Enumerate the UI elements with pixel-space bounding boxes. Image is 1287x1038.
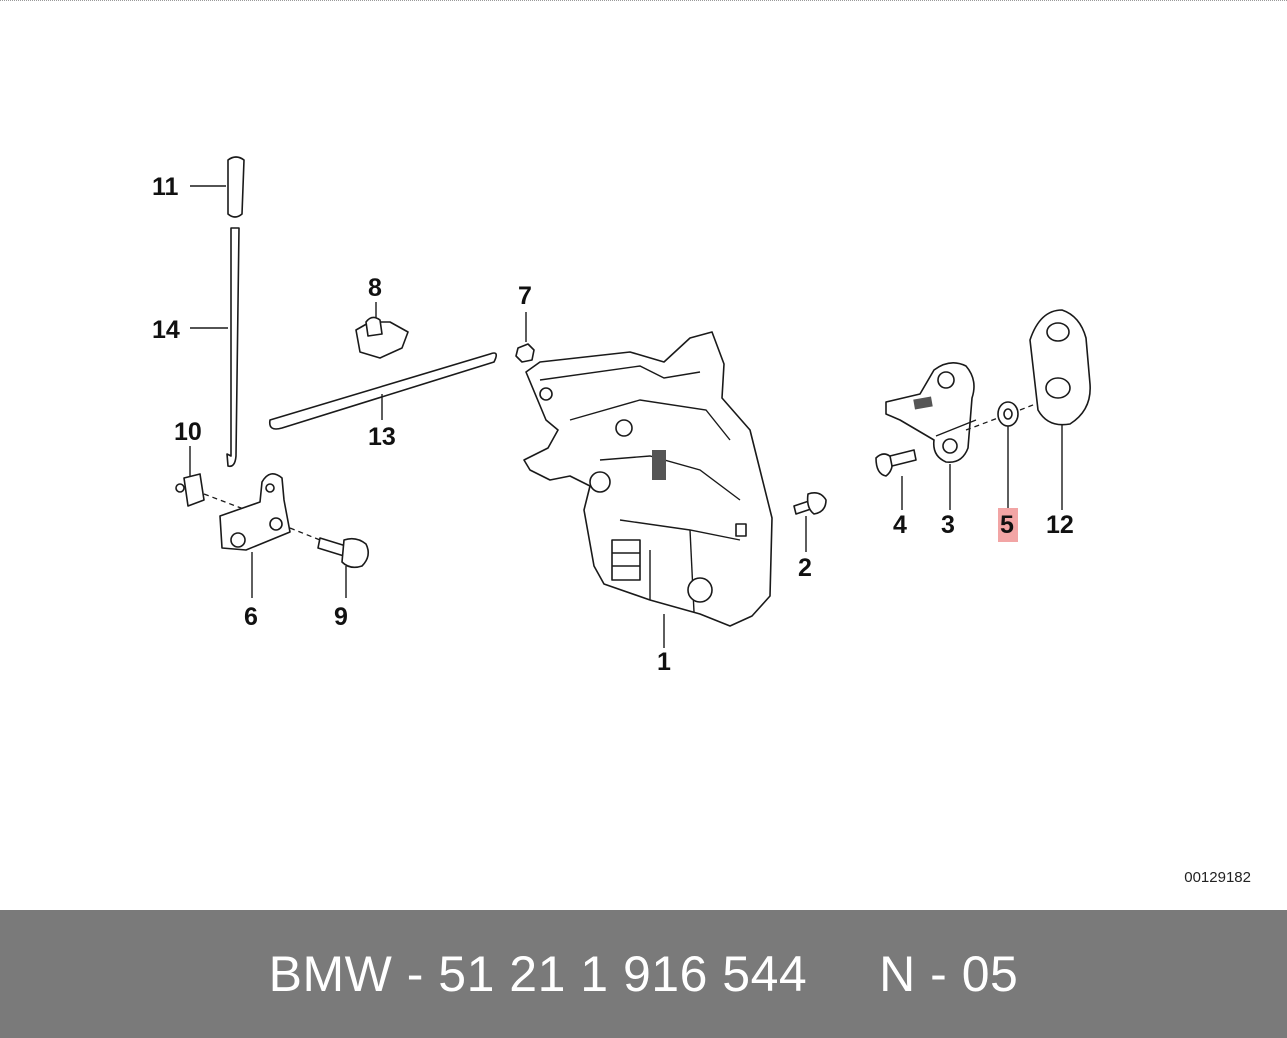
part-4-screw[interactable] (875, 449, 917, 510)
part-1-door-lock[interactable] (523, 331, 773, 648)
part-11-knob[interactable] (190, 156, 245, 218)
callout-8[interactable]: 8 (368, 274, 382, 302)
part-number-caption: BMW - 51 21 1 916 544 N - 05 (268, 946, 1019, 1002)
part-2-screw[interactable] (793, 492, 827, 552)
callout-10[interactable]: 10 (174, 418, 202, 446)
part-8-clip[interactable] (355, 302, 409, 359)
footer-bar: BMW - 51 21 1 916 544 N - 05 (0, 910, 1287, 1038)
part-13-link-rod[interactable] (268, 352, 498, 430)
callout-2[interactable]: 2 (798, 554, 812, 582)
exploded-view-drawing: 11 14 10 8 13 7 6 9 1 2 4 3 5 12 (152, 156, 1091, 676)
callout-12[interactable]: 12 (1046, 511, 1074, 539)
diagram-code: 00129182 (1184, 869, 1251, 886)
callout-3[interactable]: 3 (941, 511, 955, 539)
part-12-plate[interactable] (1029, 309, 1091, 510)
callout-6[interactable]: 6 (244, 603, 258, 631)
callout-5[interactable]: 5 (1000, 511, 1014, 539)
callout-1[interactable]: 1 (657, 648, 671, 676)
part-14-rod[interactable] (190, 227, 240, 468)
callout-11[interactable]: 11 (152, 173, 179, 201)
part-3-striker[interactable] (885, 362, 999, 510)
callout-14[interactable]: 14 (152, 316, 180, 344)
part-6-lever[interactable] (219, 473, 321, 598)
part-9-bolt[interactable] (317, 537, 370, 598)
callout-7[interactable]: 7 (518, 282, 532, 310)
part-10-clip[interactable] (175, 446, 263, 517)
callout-9[interactable]: 9 (334, 603, 348, 631)
callout-4[interactable]: 4 (893, 511, 907, 539)
part-7-nut[interactable] (515, 312, 535, 363)
top-border (0, 0, 1287, 1)
parts-diagram: 11 14 10 8 13 7 6 9 1 2 4 3 5 12 0012918… (0, 0, 1287, 886)
callout-5-highlight (998, 508, 1018, 542)
callout-13[interactable]: 13 (368, 423, 396, 451)
part-5-washer[interactable] (997, 395, 1057, 510)
